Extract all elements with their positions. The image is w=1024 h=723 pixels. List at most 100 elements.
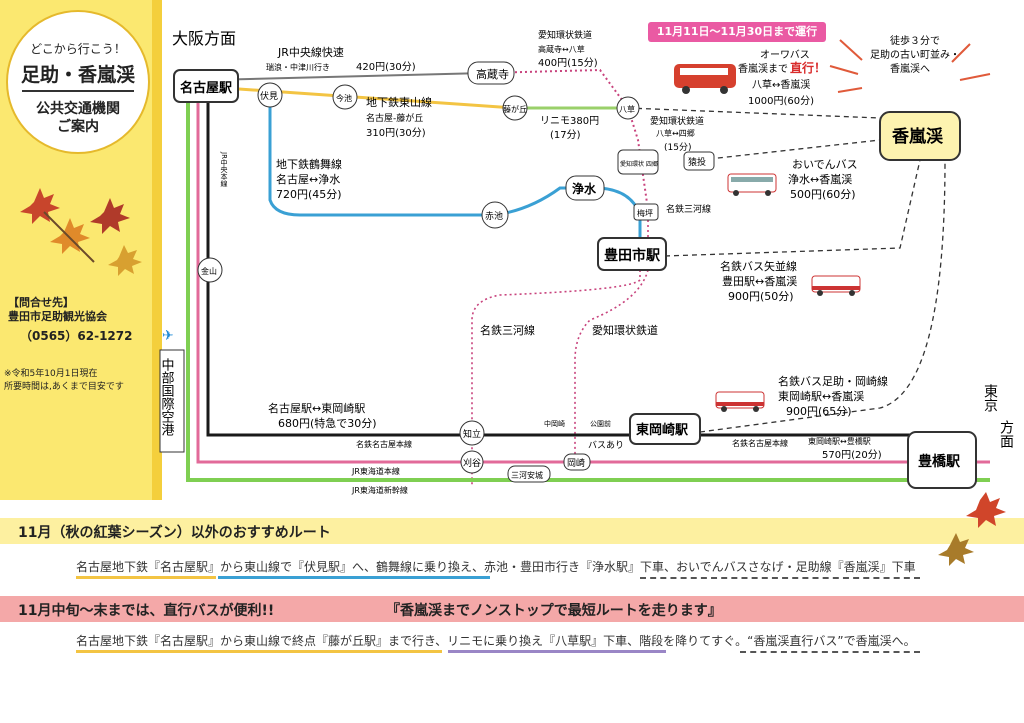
tsurumai-route: 名古屋↔浄水 [276, 172, 340, 186]
station-imaike-node: 今池 [332, 84, 358, 110]
walk-line2: 足助の古い町並み・ [870, 48, 960, 61]
aikan-mid-time: (15分) [664, 142, 691, 153]
station-fujigaoka: 藤が丘 [503, 104, 527, 114]
title-badge: どこから行こう！ 足助・香嵐渓 公共交通機関 ご案内 [6, 10, 150, 154]
station-fushimi: 伏見 [260, 90, 278, 102]
station-umetsubo-node: 梅坪 [633, 203, 659, 221]
jr-shinkansen-label: JR東海道新幹線 [351, 485, 408, 495]
underline-direct-bus [740, 651, 920, 653]
yana-bus-route [664, 159, 921, 257]
aikan-lower-line [574, 215, 649, 468]
yana-name: 名鉄バス矢並線 [720, 259, 797, 273]
station-kanayama: 金山 [201, 266, 217, 276]
corner-leaves-icon [938, 492, 1006, 566]
contact-phone: （0565）62-1272 [20, 329, 133, 343]
station-toyohashi: 豊橋駅 [918, 453, 961, 470]
banner2-route: 名古屋地下鉄『名古屋駅』から東山線で終点『藤が丘駅』まで行き、リニモに乗り換え『… [76, 634, 916, 648]
contact-org: 豊田市足助観光協会 [8, 310, 107, 323]
ohwa-fare: 1000円(60分) [748, 95, 814, 107]
aikan-top-name: 愛知環状鉄道 [538, 29, 592, 41]
nagoya-station-box [173, 69, 239, 103]
oiden-name: おいでんバス [792, 158, 858, 171]
note-line2: 所要時間は,あくまで目安です [4, 382, 124, 392]
station-josui: 浄水 [572, 181, 597, 196]
direction-osaka: 大阪方面 [172, 29, 236, 48]
station-imaike: 今池 [336, 93, 352, 103]
station-akaike-node: 赤池 [481, 201, 509, 229]
aikan-top-fare: 400円(15分) [538, 57, 598, 69]
tsurumai-name: 地下鉄鶴舞線 [276, 157, 342, 171]
station-higashiokazaki-node: 東岡崎駅 [629, 413, 701, 445]
station-toyotashi-node: 豊田市駅 [597, 237, 667, 271]
subtitle: 公共交通機関 ご案内 [8, 100, 148, 136]
route-map: 大阪方面 東京 方面 名古屋駅 伏見 今池 藤が丘 高蔵寺 八草 愛知環状 四郷… [159, 29, 1015, 495]
higashiyama-route: 名古屋-藤が丘 [366, 112, 423, 124]
direction-tokyo-1: 東京 [982, 384, 998, 412]
note-line1: ※令和5年10月1日現在 [4, 369, 98, 379]
station-aikan-sakae: 愛知環状 四郷 [620, 160, 658, 168]
aikan-mid-route: 八草↔四郷 [656, 128, 695, 138]
subtitle-line1: 公共交通機関 [36, 101, 120, 117]
jr-tokaido-label: JR東海道本線 [351, 466, 400, 476]
meitetsu-mikawa-lower: 名鉄三河線 [480, 323, 535, 337]
tsurumai-fare: 720円(45分) [276, 188, 342, 201]
shinkansen-line [186, 90, 990, 482]
jr-chuo-vertical: JR中央本線 [220, 151, 228, 187]
meitetsu-main-name-east: 名鉄名古屋本線 [732, 438, 788, 448]
station-fushimi-node: 伏見 [257, 82, 283, 108]
meitetsu-main-name: 名鉄名古屋本線 [356, 439, 412, 449]
station-kozoji: 高蔵寺 [476, 67, 509, 81]
station-kanayama-node: 金山 [197, 257, 223, 283]
maple-leaves-icon [20, 188, 142, 276]
station-toyohashi-node: 豊橋駅 [907, 431, 977, 489]
yana-fare: 900円(50分) [728, 290, 794, 303]
station-akaike: 赤池 [485, 210, 503, 222]
oiden-bus-icon [727, 173, 777, 196]
jr-chuo-name: JR中央線快速 [277, 45, 344, 59]
aikan-mid-name: 愛知環状鉄道 [650, 115, 704, 127]
underline-linimo [448, 650, 666, 653]
station-higashiokazaki: 東岡崎駅 [636, 422, 689, 438]
station-mikawa-anjo-node: 三河安城 [507, 465, 551, 483]
sunburst-icon [829, 39, 991, 93]
station-mikawa-anjo: 三河安城 [511, 470, 543, 480]
meitetsu-mikawa-line [471, 240, 641, 485]
station-fujigaoka-node: 藤が丘 [502, 95, 528, 121]
underline-bus [640, 577, 920, 579]
jr-chuo-fare: 420円(30分) [356, 61, 416, 73]
station-korankei: 香嵐渓 [892, 126, 944, 147]
asuke-name: 名鉄バス足助・岡崎線 [778, 374, 888, 388]
higashiyama-name: 地下鉄東山線 [366, 95, 432, 109]
meitetsu-east-route: 東岡崎駅↔豊橋駅 [808, 436, 871, 446]
asuke-bus-icon [715, 391, 765, 412]
meitetsu-east-fare: 570円(20分) [822, 449, 882, 461]
station-kozoji-node: 高蔵寺 [467, 61, 515, 85]
oiden-bus-route [699, 139, 881, 161]
ohwa-route: 八草↔香嵐渓 [752, 79, 810, 91]
contact-block: 【問合せ先】 豊田市足助観光協会 [8, 296, 107, 324]
asuke-route: 東岡崎駅↔香嵐渓 [778, 389, 864, 403]
station-korankei-node: 香嵐渓 [879, 111, 961, 161]
station-nakaokazaki: 中岡崎 [544, 419, 565, 428]
ohwa-bus-icon [674, 64, 736, 94]
ohwa-bus-route [627, 107, 881, 119]
oiden-fare: 500円(60分) [790, 188, 856, 201]
ohwa-direct: 直行！ [790, 60, 826, 75]
banner2-quote: 『香嵐渓までノンストップで最短ルートを走ります』 [386, 603, 722, 619]
tagline: どこから行こう！ [30, 42, 126, 56]
station-kaizuka-node: 猿投 [683, 151, 715, 171]
subtitle-line2: ご案内 [57, 119, 99, 135]
walk-line3: 香嵐渓へ [890, 63, 930, 75]
airport-box [159, 349, 185, 453]
meitetsu-main-fare: 680円(特急で30分) [278, 416, 377, 430]
banner1-route: 名古屋地下鉄『名古屋駅』から東山線で『伏見駅』へ、鶴舞線に乗り換え、赤池・豊田市… [76, 560, 916, 574]
station-nagoya: 名古屋駅 [180, 80, 233, 96]
jr-chuo-line [209, 72, 486, 81]
station-umetsubo: 梅坪 [637, 208, 653, 218]
station-yakusa: 八草 [619, 104, 635, 114]
banner1-heading: 11月（秋の紅葉シーズン）以外のおすすめルート [18, 525, 331, 541]
station-okazaki: 岡崎 [567, 457, 585, 469]
aikan-top-line [484, 68, 649, 211]
jr-chuo-sub: 瑞浪・中津川行き [266, 62, 330, 72]
station-yakusa-node: 八草 [616, 96, 640, 120]
